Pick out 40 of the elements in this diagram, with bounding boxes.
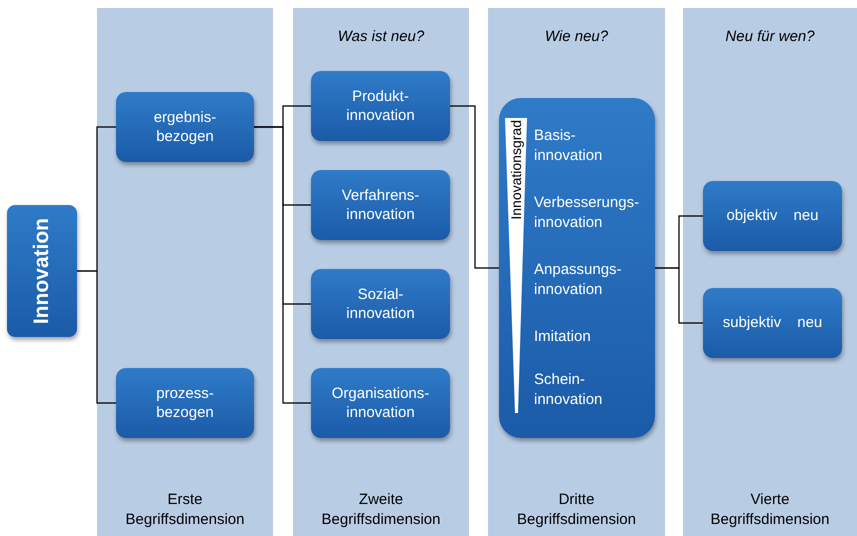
box-label: Produkt- innovation	[345, 86, 416, 126]
box-label: Sozial- innovation	[345, 284, 416, 324]
process-box	[116, 92, 254, 162]
list-item: Imitation	[534, 327, 592, 346]
axis-label: Innovationsgrad	[507, 120, 525, 220]
column-footer: Erste Begriffsdimension	[97, 490, 273, 529]
box-label: Organisations- innovation	[330, 384, 430, 422]
connector-line	[77, 270, 116, 404]
process-box	[7, 205, 77, 337]
list-item: Schein- innovation	[534, 370, 604, 409]
box-label: Innovation	[29, 218, 54, 324]
process-box	[311, 368, 450, 438]
column-band	[683, 8, 857, 536]
connector-line	[254, 126, 311, 404]
box-label: Verfahrens- innovation	[340, 186, 420, 224]
list-item: Verbesserungs- innovation	[534, 193, 640, 232]
column-band	[488, 8, 665, 536]
column-heading: Neu für wen?	[724, 28, 816, 45]
column-heading: Wie neu?	[544, 28, 610, 45]
box-label: ergebnis- bezogen	[152, 108, 218, 146]
box-label: objektiv neu	[726, 206, 819, 226]
process-box	[311, 71, 450, 141]
box-label: subjektiv neu	[722, 313, 822, 333]
connector-line	[655, 267, 703, 324]
process-box	[311, 269, 450, 339]
list-item: Anpassungs- innovation	[534, 260, 623, 299]
process-box	[116, 368, 254, 438]
list-item: Basis- innovation	[534, 126, 604, 165]
column-footer: Zweite Begriffsdimension	[293, 490, 469, 529]
process-box	[499, 98, 655, 438]
process-box	[703, 181, 842, 251]
column-footer: Dritte Begriffsdimension	[488, 490, 665, 529]
connector-line	[450, 105, 499, 269]
column-heading: Was ist neu?	[336, 28, 426, 45]
column-band	[293, 8, 469, 536]
process-box	[703, 288, 842, 358]
column-footer: Vierte Begriffsdimension	[683, 490, 857, 529]
box-label: prozess- bezogen	[155, 384, 215, 422]
process-box	[311, 170, 450, 240]
column-band	[97, 8, 273, 536]
